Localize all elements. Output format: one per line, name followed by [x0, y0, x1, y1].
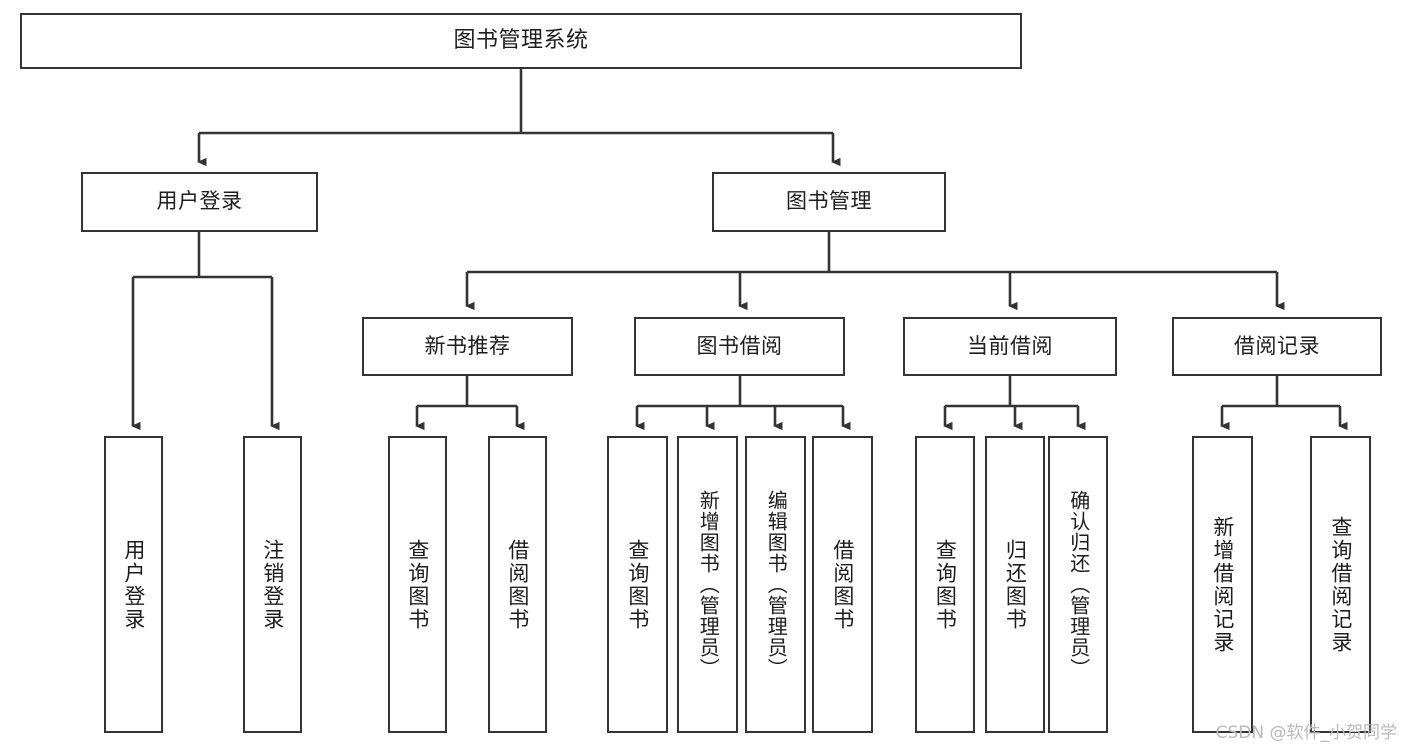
- node-leaf-confirm-return-label: 确认归还（管理员）: [1066, 490, 1091, 679]
- node-leaf-edit-book-label: 编辑图书（管理员）: [764, 490, 789, 679]
- node-leaf-user-login-label: 用户登录: [121, 538, 146, 631]
- node-leaf-add-record-label: 新增借阅记录: [1210, 515, 1235, 654]
- node-borrow-record-label: 借阅记录: [1234, 333, 1320, 358]
- node-leaf-return-book-label: 归还图书: [1003, 538, 1028, 631]
- node-current-borrow[interactable]: 当前借阅: [903, 317, 1117, 376]
- node-user-login-label: 用户登录: [156, 189, 243, 214]
- node-leaf-return-book[interactable]: 归还图书: [985, 436, 1045, 733]
- node-leaf-borrow-book-2[interactable]: 借阅图书: [812, 436, 873, 733]
- node-root[interactable]: 图书管理系统: [20, 13, 1022, 69]
- node-book-borrow-label: 图书借阅: [696, 333, 783, 358]
- node-book-management[interactable]: 图书管理: [712, 172, 946, 232]
- node-leaf-query-book-2[interactable]: 查询图书: [607, 436, 668, 733]
- node-borrow-record[interactable]: 借阅记录: [1172, 317, 1382, 376]
- node-leaf-add-book[interactable]: 新增图书（管理员）: [677, 436, 738, 733]
- node-leaf-logout-login-label: 注销登录: [260, 538, 285, 631]
- node-leaf-edit-book[interactable]: 编辑图书（管理员）: [745, 436, 806, 733]
- node-root-label: 图书管理系统: [453, 27, 589, 53]
- node-leaf-query-book-1[interactable]: 查询图书: [388, 436, 447, 733]
- node-leaf-query-book-2-label: 查询图书: [625, 538, 650, 631]
- node-new-book-recommend-label: 新书推荐: [424, 333, 511, 358]
- node-new-book-recommend[interactable]: 新书推荐: [362, 317, 573, 376]
- node-book-management-label: 图书管理: [786, 189, 872, 214]
- node-leaf-query-record[interactable]: 查询借阅记录: [1310, 436, 1371, 733]
- node-leaf-confirm-return[interactable]: 确认归还（管理员）: [1048, 436, 1108, 733]
- node-user-login[interactable]: 用户登录: [81, 172, 318, 232]
- node-leaf-user-login[interactable]: 用户登录: [104, 436, 163, 733]
- node-book-borrow[interactable]: 图书借阅: [634, 317, 845, 376]
- watermark-text: CSDN @软件_小贺同学: [1215, 723, 1397, 743]
- node-leaf-borrow-book-1-label: 借阅图书: [505, 538, 530, 631]
- node-leaf-query-record-label: 查询借阅记录: [1328, 515, 1353, 654]
- node-leaf-logout-login[interactable]: 注销登录: [243, 436, 302, 733]
- node-leaf-borrow-book-2-label: 借阅图书: [830, 538, 855, 631]
- node-leaf-query-book-3-label: 查询图书: [933, 538, 958, 631]
- node-leaf-add-book-label: 新增图书（管理员）: [696, 490, 721, 679]
- node-leaf-add-record[interactable]: 新增借阅记录: [1192, 436, 1253, 733]
- node-leaf-query-book-3[interactable]: 查询图书: [915, 436, 975, 733]
- node-leaf-borrow-book-1[interactable]: 借阅图书: [488, 436, 547, 733]
- node-current-borrow-label: 当前借阅: [967, 333, 1053, 358]
- node-leaf-query-book-1-label: 查询图书: [405, 538, 430, 631]
